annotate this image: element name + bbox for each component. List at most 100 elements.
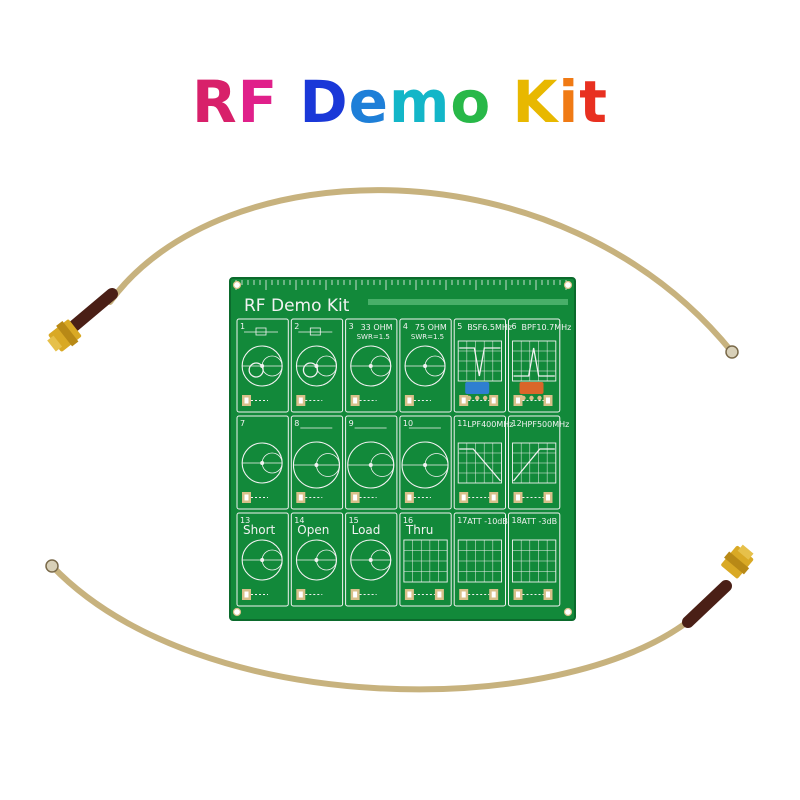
sma-pad-center — [353, 494, 358, 501]
lower-coax-cable — [45, 544, 754, 693]
pcb-board — [230, 278, 575, 620]
cell-border — [508, 415, 561, 510]
smith-reactance-arc — [370, 464, 395, 489]
cell-label: BPF10.7MHz — [522, 323, 572, 332]
smith-reactance-arc — [262, 539, 283, 561]
filter-response-curve — [459, 347, 501, 377]
smith-reactance-arc — [262, 462, 283, 484]
cell-label: Open — [297, 523, 329, 537]
pcb-cell-6: 6 BPF10.7MHz — [508, 318, 572, 413]
cell-number: 17 — [457, 516, 467, 525]
cell-number: 14 — [294, 516, 304, 525]
lower-cable-wire — [49, 563, 693, 693]
upper-coax-cable — [47, 187, 739, 359]
sma-pad-center — [353, 397, 358, 404]
filter-component — [519, 382, 544, 394]
cell-number: 7 — [240, 419, 245, 428]
cell-sublabel: SWR=1.5 — [411, 333, 444, 341]
sma-pad-center — [546, 494, 550, 501]
banner-letter: t — [579, 68, 609, 136]
cell-number: 5 — [457, 322, 462, 331]
sma-pad-center — [491, 397, 496, 404]
filter-response-curve — [513, 347, 555, 377]
cell-number: 16 — [403, 516, 413, 525]
sma-pad-center — [407, 494, 412, 501]
cell-number: 3 — [349, 322, 354, 331]
smith-reactance-arc — [370, 539, 392, 561]
cell-number: 11 — [457, 419, 467, 428]
sma-pad-center — [407, 591, 412, 598]
sma-pad-center — [437, 591, 442, 598]
cell-border — [345, 512, 398, 607]
cell-label: LPF400MHz — [467, 420, 513, 429]
mounting-hole — [232, 280, 242, 290]
cell-number: 8 — [294, 419, 299, 428]
component-pin — [537, 395, 542, 401]
smith-center-dot — [260, 558, 265, 562]
smith-reactance-arc — [370, 365, 392, 387]
sma-pad-center — [461, 494, 466, 501]
smith-reactance-arc — [262, 442, 283, 464]
lower-cable-boot — [682, 580, 732, 628]
smith-reactance-arc — [262, 559, 283, 581]
smith-reactance-arc — [370, 345, 392, 367]
mounting-hole — [563, 280, 573, 290]
sma-pad-center — [516, 591, 520, 598]
lower-ufl-connector — [45, 559, 59, 573]
cell-border — [399, 318, 452, 413]
smith-reactance-arc — [425, 345, 446, 367]
banner-letter: R — [191, 68, 238, 136]
cell-border — [290, 318, 344, 413]
sma-pad-center — [491, 494, 496, 501]
mounting-hole — [232, 607, 242, 617]
pcb-title-bar — [368, 299, 568, 305]
cell-label: 75 OHM — [415, 323, 447, 332]
cell-number: 6 — [512, 322, 517, 331]
banner-letter: D — [299, 68, 349, 136]
banner-letter: K — [512, 68, 559, 136]
sma-pad-center — [516, 397, 520, 404]
smith-center-dot — [423, 463, 428, 467]
cell-number: 10 — [403, 419, 413, 428]
cell-label: Short — [243, 523, 275, 537]
upper-cable-wire — [107, 187, 735, 355]
banner-letter: e — [348, 68, 389, 136]
sma-pad-center — [244, 397, 249, 404]
sma-pad-center — [461, 397, 466, 404]
cell-border — [290, 415, 344, 510]
smith-trace-loop — [248, 362, 264, 378]
pcb-title: RF Demo Kit — [244, 296, 350, 316]
cell-border — [508, 512, 561, 607]
cell-border — [236, 512, 289, 607]
cell-border — [345, 318, 398, 413]
cell-border — [508, 318, 561, 413]
mounting-holes — [232, 280, 573, 617]
banner-letter: o — [450, 68, 492, 136]
smith-center-dot — [368, 463, 373, 467]
smith-center-dot — [314, 558, 319, 562]
smith-trace-loop — [302, 362, 319, 378]
cell-border — [290, 512, 344, 607]
cell-number: 18 — [512, 516, 522, 525]
filter-response-curve — [459, 448, 501, 482]
cell-sublabel: SWR=1.5 — [357, 333, 390, 341]
banner-letter: i — [558, 68, 580, 136]
cell-label: HPF500MHz — [522, 420, 570, 429]
smith-reactance-arc — [316, 539, 337, 561]
cell-border — [453, 512, 507, 607]
cell-border — [236, 318, 289, 413]
upper-ufl-connector — [725, 345, 739, 359]
pcb-cell-10: 10 — [399, 415, 452, 510]
cell-label: ATT -3dB — [522, 517, 558, 526]
pcb-cell-9: 9 — [345, 415, 398, 510]
pcb-cell-7: 7 — [236, 415, 289, 510]
